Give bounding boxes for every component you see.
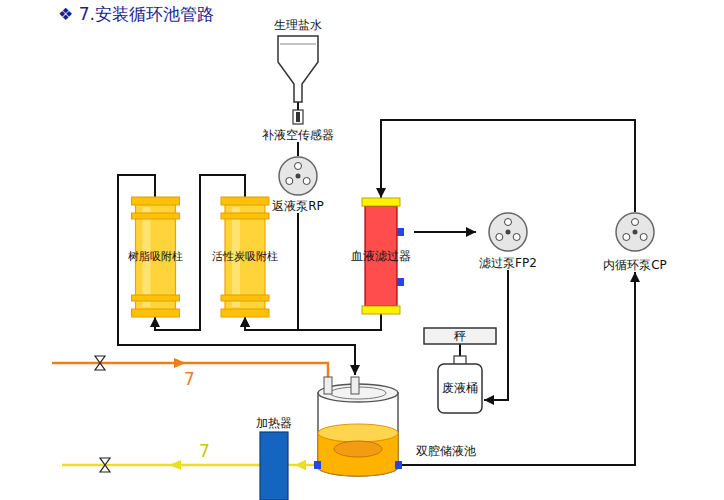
node-label: 树脂吸附柱 xyxy=(128,250,183,264)
column-cap xyxy=(131,197,179,205)
inner-chamber xyxy=(334,441,382,457)
bag-node: 生理盐水 xyxy=(265,18,331,102)
pump-roller xyxy=(505,219,512,226)
pump-head xyxy=(279,157,317,195)
node-label: 双腔储液池 xyxy=(416,444,476,458)
column-rib xyxy=(221,213,269,219)
outlet-fitting xyxy=(314,461,321,469)
heater-stub xyxy=(288,464,295,467)
pump-roller xyxy=(496,234,503,241)
pump-roller xyxy=(295,163,302,170)
column-cap xyxy=(131,309,179,317)
sensor-node: 补液空传感器 xyxy=(258,110,338,142)
pump-axis xyxy=(296,174,301,179)
pipe-connector xyxy=(297,102,299,110)
pump-roller xyxy=(632,219,639,226)
node-label: 内循环泵CP xyxy=(603,258,667,272)
pipe-connector xyxy=(118,175,355,375)
pump-roller xyxy=(623,234,630,241)
bottle-node: 废液桶 xyxy=(436,356,484,414)
flow-arrow xyxy=(169,460,181,470)
filter-port xyxy=(397,278,404,286)
node-label: 加热器 xyxy=(256,416,292,430)
node-label: 滤过泵FP2 xyxy=(479,256,537,270)
pipe-connector xyxy=(295,464,314,467)
pump-roller xyxy=(286,178,293,185)
node-label: 补液空传感器 xyxy=(262,128,334,142)
column-node: 树脂吸附柱 xyxy=(125,197,186,317)
node-label: 活性炭吸附柱 xyxy=(212,250,278,264)
pump-node: 内循环泵CP xyxy=(600,212,670,272)
filter-cap xyxy=(362,306,400,314)
pump-node: 滤过泵FP2 xyxy=(476,212,540,270)
outlet-stub xyxy=(402,464,484,466)
valve-symbol xyxy=(100,458,110,472)
filter-node: 血液滤过器 xyxy=(348,198,414,314)
pipe-connector xyxy=(297,142,299,156)
inlet-tube xyxy=(351,377,359,394)
outlet-fitting xyxy=(395,461,402,469)
pipe-connector xyxy=(459,344,461,356)
pump-axis xyxy=(633,230,638,235)
liquid-surface xyxy=(318,424,398,442)
column-cap xyxy=(221,309,269,317)
inlet-tube xyxy=(324,377,332,394)
callout-number: 7 xyxy=(184,369,195,389)
node-label: 废液桶 xyxy=(442,381,478,395)
saline-bag xyxy=(278,36,318,102)
sensor-body xyxy=(293,110,303,124)
pump-axis xyxy=(506,230,511,235)
valve-symbol xyxy=(95,356,105,370)
pipe-connector xyxy=(484,272,635,465)
pump-roller xyxy=(640,234,647,241)
node-label: 生理盐水 xyxy=(274,18,322,32)
filter-cap xyxy=(362,198,400,206)
pump-node: 返液泵RP xyxy=(266,156,330,213)
node-label: 秤 xyxy=(454,329,466,343)
sensor-core xyxy=(296,112,300,122)
node-label: 返液泵RP xyxy=(272,199,324,213)
page-title: ❖ 7.安装循环池管路 xyxy=(58,4,214,24)
liquid-level xyxy=(280,44,316,45)
tank-body xyxy=(318,393,398,476)
scale-node: 秤 xyxy=(424,328,496,344)
column-rib xyxy=(131,213,179,219)
pipe-connector xyxy=(381,120,635,212)
pump-head xyxy=(489,213,527,251)
flow-arrow xyxy=(174,358,186,368)
column-rib xyxy=(221,295,269,301)
column-cap xyxy=(221,197,269,205)
bottle-body xyxy=(438,364,482,413)
column-node: 活性炭吸附柱 xyxy=(209,197,281,317)
callout-number: 7 xyxy=(199,441,210,461)
pipe-connector xyxy=(414,231,476,233)
yellow-outlet-line xyxy=(62,464,262,467)
pump-head xyxy=(616,213,654,251)
filter-port xyxy=(397,228,404,236)
pump-roller xyxy=(513,234,520,241)
pump-roller xyxy=(303,178,310,185)
heater-node: 加热器 xyxy=(253,416,295,500)
node-label: 血液滤过器 xyxy=(351,249,411,263)
heater-body xyxy=(260,432,288,500)
column-rib xyxy=(131,295,179,301)
scale-plate xyxy=(424,328,496,344)
